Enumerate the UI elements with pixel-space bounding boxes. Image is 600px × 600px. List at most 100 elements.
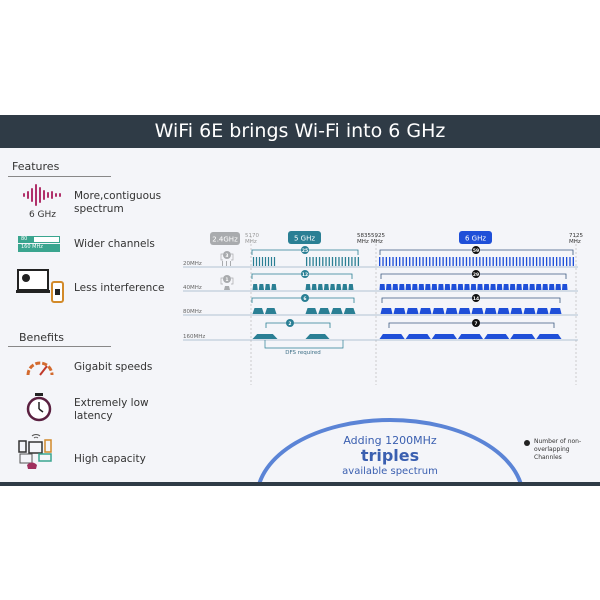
channel-6ghz xyxy=(515,257,518,266)
channel-6ghz xyxy=(535,257,538,266)
channel-6ghz xyxy=(471,308,484,314)
count-5ghz-circle xyxy=(301,294,309,302)
channel-6ghz xyxy=(389,257,391,266)
band-badge-1 xyxy=(288,231,321,244)
channel-bracket xyxy=(381,297,561,303)
channel-6ghz xyxy=(522,284,529,290)
channel-6ghz xyxy=(455,257,458,266)
callout-line1: Adding 1200MHz xyxy=(343,434,437,447)
count-5ghz: 2 xyxy=(288,321,291,327)
channel-6ghz xyxy=(529,284,535,290)
channel-6ghz xyxy=(519,257,521,266)
width-160-label: 160 MHz xyxy=(18,244,60,252)
channel-6ghz xyxy=(392,284,399,290)
legend-dot-icon xyxy=(524,440,530,446)
channel-6ghz xyxy=(516,284,522,290)
channel-6ghz xyxy=(555,257,558,266)
count-24ghz-circle xyxy=(223,275,231,283)
freq-unit: MHz xyxy=(569,239,581,245)
channel-6ghz xyxy=(419,308,432,314)
channel-5ghz xyxy=(318,308,330,314)
channel-6ghz xyxy=(477,284,483,290)
channel-6ghz xyxy=(432,257,434,266)
channel-bracket xyxy=(388,322,555,328)
count-6ghz: 29 xyxy=(473,272,479,278)
channel-5ghz xyxy=(331,308,343,314)
channel-6ghz xyxy=(386,284,392,290)
channel-6ghz xyxy=(469,257,471,266)
channel-6ghz xyxy=(457,334,484,339)
channel-6ghz xyxy=(495,257,498,266)
channel-5ghz xyxy=(258,257,261,266)
channel-6ghz xyxy=(385,257,388,266)
channel-6ghz xyxy=(399,257,401,266)
channel-6ghz xyxy=(485,257,488,266)
channel-5ghz xyxy=(317,284,323,290)
channel-6ghz xyxy=(405,257,408,266)
channel-6ghz xyxy=(484,308,497,314)
bracket-24ghz xyxy=(220,253,234,261)
channel-6ghz xyxy=(559,257,561,266)
channel-5ghz xyxy=(305,257,308,266)
channel-6ghz xyxy=(536,334,562,339)
dfs-label: DFS required xyxy=(285,350,321,356)
bracket-24ghz xyxy=(220,277,234,285)
channel-5ghz xyxy=(357,257,360,266)
freq-label: 5170 xyxy=(245,233,259,239)
channel-6ghz xyxy=(445,257,448,266)
channel-6ghz xyxy=(497,308,510,314)
channel-6ghz xyxy=(542,257,544,266)
count-6ghz: 59 xyxy=(473,248,479,254)
channel-6ghz xyxy=(431,284,438,290)
features-heading: Features xyxy=(12,160,60,173)
channel-5ghz xyxy=(311,284,317,290)
width-80-label: 80 xyxy=(21,236,28,242)
channel-5ghz xyxy=(261,257,264,266)
waveform-icon-label: 6 GHz xyxy=(28,210,57,220)
channel-6ghz xyxy=(545,257,548,266)
channel-6ghz xyxy=(415,257,418,266)
benefits-heading: Benefits xyxy=(19,331,65,344)
channel-6ghz xyxy=(505,257,508,266)
channel-5ghz xyxy=(273,257,276,266)
channel-6ghz xyxy=(459,257,461,266)
channel-6ghz xyxy=(539,257,541,266)
channel-6ghz xyxy=(429,257,431,266)
channel-5ghz xyxy=(252,284,258,290)
devices-icon xyxy=(16,268,64,304)
benefit-low-latency: Extremely low latency xyxy=(74,397,149,422)
row-label-160MHz: 160MHz xyxy=(183,334,205,340)
channel-5ghz xyxy=(348,284,354,290)
channel-6ghz xyxy=(412,257,414,266)
count-6ghz-circle xyxy=(472,319,480,327)
freq-label: 5925 xyxy=(371,233,385,239)
channel-6ghz xyxy=(509,284,516,290)
channel-6ghz xyxy=(425,284,431,290)
channel-6ghz xyxy=(549,308,562,314)
channel-5ghz xyxy=(330,284,336,290)
channel-6ghz xyxy=(465,257,468,266)
channel-6ghz xyxy=(536,308,549,314)
channel-6ghz xyxy=(479,257,481,266)
feature-less-interference: Less interference xyxy=(74,282,165,294)
channel-6ghz xyxy=(483,284,490,290)
channel-5ghz xyxy=(252,308,264,314)
channel-6ghz xyxy=(529,257,531,266)
band-badge-2 xyxy=(459,231,492,244)
channel-6ghz xyxy=(496,284,503,290)
count-5ghz: 12 xyxy=(302,272,308,278)
channel-6ghz xyxy=(561,284,568,290)
channel-6ghz xyxy=(392,257,394,266)
channel-5ghz xyxy=(315,257,317,266)
channel-24ghz xyxy=(230,261,231,266)
channel-6ghz xyxy=(449,257,451,266)
count-6ghz: 7 xyxy=(474,321,477,327)
channel-6ghz xyxy=(406,308,419,314)
channel-5ghz xyxy=(354,257,356,266)
channel-6ghz xyxy=(409,257,411,266)
channel-6ghz xyxy=(418,284,425,290)
channel-24ghz xyxy=(226,261,227,266)
channel-6ghz xyxy=(510,308,523,314)
channel-6ghz xyxy=(499,257,501,266)
speedometer-icon xyxy=(25,357,55,381)
